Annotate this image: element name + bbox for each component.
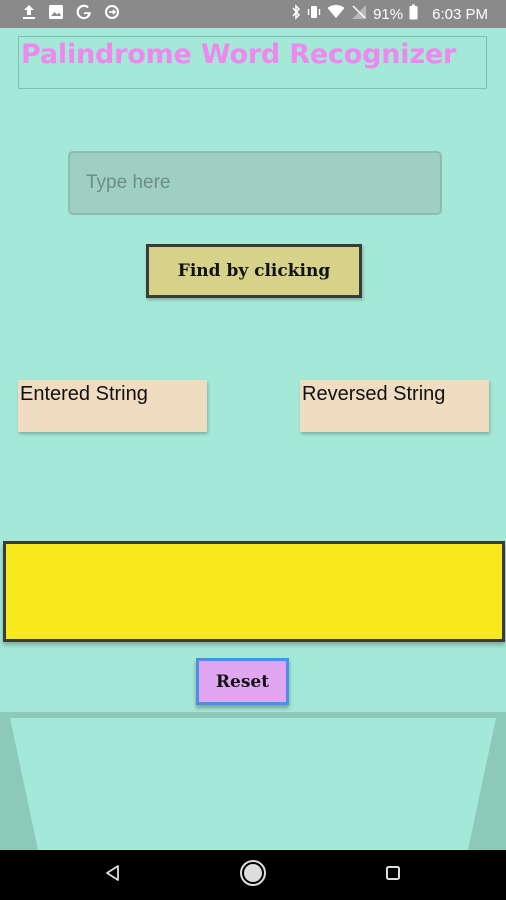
no-sim-icon [351, 4, 367, 24]
reset-button[interactable]: Reset [196, 658, 289, 705]
home-icon [239, 859, 267, 892]
result-box [3, 541, 505, 642]
back-icon [104, 864, 122, 887]
status-left-icons [22, 4, 120, 24]
find-button[interactable]: Find by clicking [146, 244, 362, 298]
vibrate-icon [307, 4, 321, 24]
word-input[interactable] [68, 151, 442, 215]
upload-icon [22, 4, 36, 24]
bottom-panel-surface [10, 718, 496, 850]
status-right-icons: 91% 6:03 PM [291, 4, 488, 24]
status-bar: 91% 6:03 PM [0, 0, 506, 28]
recents-icon [385, 865, 401, 886]
bottom-panel [0, 712, 506, 850]
title-box: Palindrome Word Recognizer [18, 36, 487, 89]
google-g-icon [76, 4, 92, 24]
battery-percent: 91% [373, 5, 404, 23]
sync-icon [104, 4, 120, 24]
bluetooth-icon [291, 4, 301, 24]
app-title: Palindrome Word Recognizer [21, 39, 457, 70]
home-button[interactable] [223, 850, 283, 900]
reversed-string-box: Reversed String [300, 380, 489, 432]
recents-button[interactable] [363, 850, 423, 900]
battery-icon [409, 4, 418, 24]
nav-bar [0, 850, 506, 900]
entered-string-box: Entered String [18, 380, 207, 432]
status-time: 6:03 PM [432, 5, 488, 23]
back-button[interactable] [83, 850, 143, 900]
wifi-icon [327, 4, 345, 24]
image-icon [48, 4, 64, 24]
